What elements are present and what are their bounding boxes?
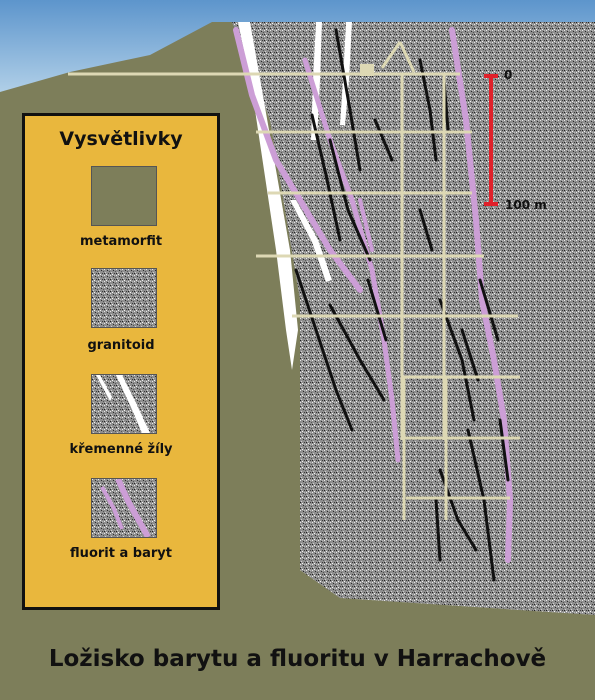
legend-label-metamorfit: metamorfit [79,234,163,249]
scale-top-label: 0 [504,68,513,82]
legend: Vysvětlivky metamorfit granitoid křemenn… [22,113,220,610]
scale-bottom-label: 100 m [505,198,547,212]
legend-label-granitoid: granitoid [87,338,155,353]
scale-bar [484,74,498,206]
legend-label-fluorite-baryte: fluorit a baryt [70,546,172,561]
swatch-metamorfit [91,166,157,226]
swatch-granitoid [91,268,157,328]
legend-label-quartz-veins: křemenné žíly [69,442,173,457]
black-veins [294,28,510,582]
mine-workings [68,41,520,520]
swatch-quartz-veins [91,374,157,434]
page-title: Ložisko barytu a fluoritu v Harrachově [48,646,547,672]
legend-title: Vysvětlivky [59,128,183,150]
headframe [360,64,374,76]
granitoid-body [232,22,595,615]
swatch-fluorite-baryte [91,478,157,538]
